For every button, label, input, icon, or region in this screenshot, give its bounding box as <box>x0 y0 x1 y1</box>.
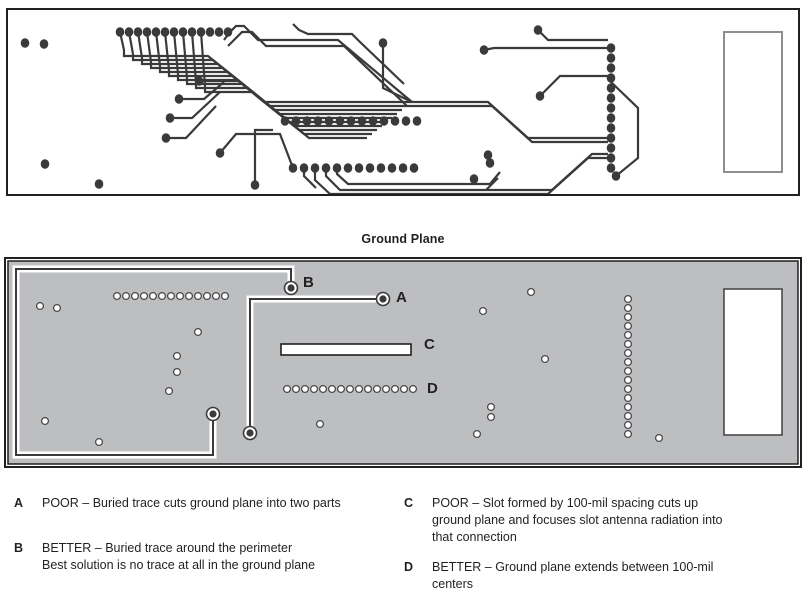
legend-text-b: BETTER – Buried trace around the perimet… <box>42 540 316 572</box>
pcb-ground-plane-figure: Ground Plane <box>0 8 806 594</box>
legend-key-b: B <box>14 540 24 555</box>
fanout-bus-traces <box>118 31 412 140</box>
legend-row-d: D BETTER – Ground plane extends between … <box>404 559 796 593</box>
top-board-free-pads <box>20 38 104 189</box>
lower-pad-row <box>288 163 419 173</box>
ground-plane-title: Ground Plane <box>361 232 445 246</box>
trace-b-perimeter <box>12 265 295 459</box>
slot-c-antenna <box>280 343 412 356</box>
center-vertical-stub <box>378 38 413 103</box>
ground-board-connector-cutout <box>723 288 783 436</box>
lower-left-feeder-traces <box>219 128 295 185</box>
ground-plane-pour <box>7 260 799 465</box>
left-stub-traces <box>166 79 238 140</box>
callout-d: D <box>427 380 438 397</box>
legend-row-a: A POOR – Buried trace cuts ground plane … <box>14 495 404 512</box>
hole-row-d <box>282 384 418 394</box>
left-stub-pads <box>161 76 204 143</box>
top-board-connector-outline <box>723 31 783 173</box>
right-pad-column <box>606 43 616 173</box>
top-board-artwork <box>20 23 783 194</box>
via-b-corner <box>205 406 221 422</box>
callout-c: C <box>424 336 435 353</box>
via-b-top <box>283 280 299 296</box>
legend-key-c: C <box>404 496 414 510</box>
lower-bus-traces <box>302 168 501 194</box>
right-column-feeder-traces <box>483 29 640 177</box>
via-a-bottom <box>242 425 258 441</box>
legend: A POOR – Buried trace cuts ground plane … <box>0 495 806 594</box>
legend-text-a: POOR – Buried trace cuts ground plane in… <box>42 496 341 510</box>
right-routing-bus <box>407 100 608 194</box>
ground-plane-panel <box>4 257 802 468</box>
legend-row-b: B BETTER – Buried trace around the perim… <box>14 540 404 574</box>
right-column-feeder-pads <box>469 25 621 184</box>
callout-b: B <box>303 274 314 291</box>
ground-plane-artwork <box>4 257 802 468</box>
lower-left-feeder-pads <box>215 148 260 190</box>
legend-column-left: A POOR – Buried trace cuts ground plane … <box>14 495 404 587</box>
mid-right-pad-row <box>280 116 422 126</box>
via-a-pad <box>375 291 391 307</box>
hole-row-b <box>112 291 230 301</box>
legend-key-a: A <box>14 496 24 510</box>
trace-a-cutting <box>246 295 382 432</box>
legend-text-c: POOR – Slot formed by 100-mil spacing cu… <box>432 496 723 544</box>
scatter-holes <box>35 287 664 447</box>
top-board-panel <box>6 8 800 196</box>
legend-key-d: D <box>404 560 414 575</box>
upper-arched-traces <box>223 23 413 107</box>
legend-text-d: BETTER – Ground plane extends between 10… <box>432 560 714 591</box>
legend-column-right: C POOR – Slot formed by 100-mil spacing … <box>404 495 796 607</box>
callout-a: A <box>396 289 407 306</box>
legend-row-c: C POOR – Slot formed by 100-mil spacing … <box>404 495 796 545</box>
hole-column-right <box>623 294 633 439</box>
